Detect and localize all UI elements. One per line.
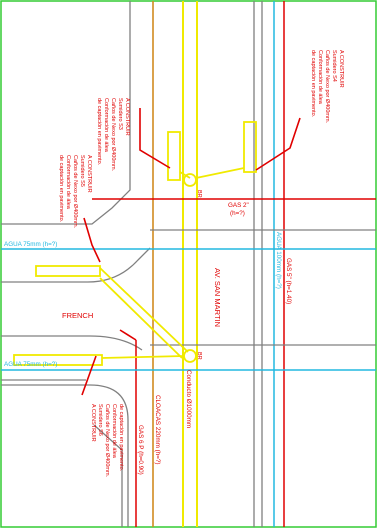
note-leaders (81, 108, 301, 396)
gas-bottom-bend (119, 329, 137, 341)
note-s6-line-5: de captación en pavimento. (118, 404, 124, 472)
curb-top-left (1, 1, 131, 225)
conducto-lines (182, 1, 198, 527)
sumidero-s4 (243, 121, 257, 173)
note-s6-line-4: Conformación de álea (111, 404, 117, 459)
leader-s6 (81, 355, 97, 396)
street-french: FRENCH (62, 311, 93, 320)
note-s5-line-1: A CONSTRUIR (86, 155, 92, 193)
note-s4-line-4: Conformación de álea (317, 50, 323, 105)
gas-2-h-label: (h=?) (230, 210, 245, 217)
note-s3-line-4: Conformación de álea (103, 98, 109, 153)
agua-vertical-label: AGUA 100mm (h=?) (275, 232, 282, 289)
cloacas-label: CLOACAS 220mm (h=?) (154, 395, 161, 464)
br-top-node (183, 173, 197, 187)
sumideros (13, 121, 257, 366)
curb-lines (1, 1, 263, 527)
note-s6-line-3: Caños de Nexo por Ø400mm. (104, 404, 110, 478)
note-s3-line-5: de captación en pavimento. (96, 98, 102, 166)
note-s3-line-1: A CONSTRUIR (124, 98, 130, 136)
curb-bottom-diag (93, 424, 123, 527)
note-s6-line-2: Sumidero S6 (97, 404, 103, 436)
note-s3-line-3: Caños de Nexo por Ø400mm. (110, 98, 116, 172)
gas-2-label: GAS 2" (228, 202, 249, 209)
conducto-label: Conducto Ø1000mm (185, 370, 192, 428)
note-s6: A CONSTRUIR Sumidero S6 Caños de Nexo po… (90, 404, 124, 478)
note-s5-line-5: de captación en pavimento. (58, 155, 64, 223)
note-s5-line-4: Conformación de álea (65, 155, 71, 210)
br-bottom-node (183, 349, 197, 363)
agua-top-label: AGUA 75mm (h=?) (4, 241, 57, 248)
note-s6-line-1: A CONSTRUIR (90, 404, 96, 442)
note-s4-line-2: Sumidero S4 (331, 50, 337, 82)
gas-vertical-label: GAS 5" (h=1.40) (285, 258, 292, 304)
note-s5-line-3: Caños de Nexo por Ø400mm. (72, 155, 78, 229)
note-s4-line-1: A CONSTRUIR (338, 50, 344, 88)
note-s3: A CONSTRUIR Sumidero S3 Caños de Nexo po… (96, 98, 130, 172)
curb-bottom-left (1, 384, 129, 527)
sumidero-s6 (13, 354, 103, 366)
note-s5: A CONSTRUIR Sumidero S5 Caños de Nexo po… (58, 155, 92, 229)
note-s5-line-2: Sumidero S5 (79, 155, 85, 187)
street-av: AV. SAN MARTIN (213, 268, 222, 327)
curb-middle-left (1, 247, 151, 283)
note-s3-line-2: Sumidero S3 (117, 98, 123, 130)
br-bottom-label: BR (196, 352, 202, 360)
leader-s5 (83, 217, 101, 263)
leader-s3 (139, 108, 171, 169)
labels: GAS 2" (h=?) AGUA 75mm (h=?) AGUA 75mm (… (4, 190, 292, 475)
note-s4-line-3: Caños de Nexo por Ø400mm. (324, 50, 330, 124)
leader-s4 (255, 117, 301, 171)
sumidero-s5 (35, 265, 101, 277)
br-top-label: BR (196, 190, 202, 198)
agua-bottom-label: AGUA 75mm (h=?) (4, 361, 57, 368)
sumidero-s3 (167, 131, 181, 181)
curb-lower-left (1, 335, 143, 351)
note-s4-line-5: de captación en pavimento. (310, 50, 316, 118)
note-s4: A CONSTRUIR Sumidero S4 Caños de Nexo po… (310, 50, 344, 124)
gas-bottom-label: GAS 6 P (h=0.90) (137, 425, 144, 475)
